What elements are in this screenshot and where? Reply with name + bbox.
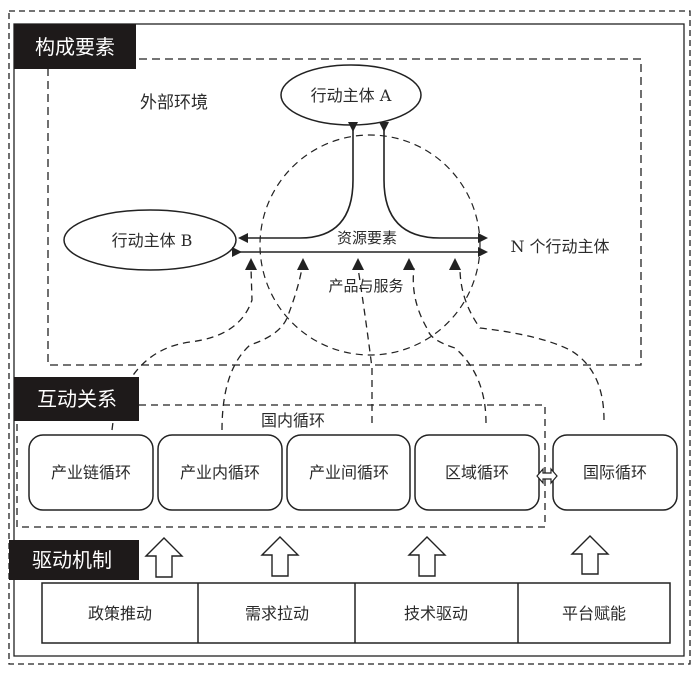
driver-label-3: 平台赋能 <box>562 604 626 623</box>
circulation-box-0[interactable]: 产业链循环 <box>28 434 154 511</box>
environment-label: 外部环境 <box>140 93 208 113</box>
section-label-driving-text: 驱动机制 <box>32 548 112 572</box>
driver-row <box>41 582 671 644</box>
curve-international <box>459 267 605 421</box>
arrowhead-4 <box>403 258 415 270</box>
driver-label-2: 技术驱动 <box>404 604 468 623</box>
actor-b[interactable]: 行动主体 B <box>63 209 237 271</box>
driver-cell-1[interactable]: 需求拉动 <box>245 604 309 623</box>
curve-intra-industry <box>221 267 303 431</box>
circulation-label-0: 产业链循环 <box>51 463 131 482</box>
arrowhead-1 <box>245 258 257 270</box>
feedback-arrowheads <box>245 258 461 270</box>
actor-n-label: N 个行动主体 <box>510 237 609 256</box>
curve-inter-industry <box>357 267 373 423</box>
arrowhead-5 <box>449 258 461 270</box>
circulation-label-3: 区域循环 <box>445 463 509 482</box>
inner-solid-frame <box>13 23 685 657</box>
up-arrow-icon-1 <box>144 537 184 578</box>
arrowhead-2 <box>297 258 309 270</box>
domestic-region <box>16 404 546 528</box>
circulation-label-1: 产业内循环 <box>180 463 260 482</box>
section-label-driving: 驱动机制 <box>9 540 139 580</box>
curve-regional <box>412 267 487 424</box>
up-arrow-icon-4 <box>570 535 610 575</box>
driver-label-0: 政策推动 <box>88 604 152 623</box>
section-label-components: 构成要素 <box>14 24 136 69</box>
flow-to-a-right <box>379 122 488 243</box>
driver-arrows <box>144 535 610 578</box>
actor-a-label: 行动主体 A <box>311 86 392 105</box>
circulation-box-3[interactable]: 区域循环 <box>414 434 540 511</box>
driver-cell-2[interactable]: 技术驱动 <box>404 604 468 623</box>
double-arrow-icon <box>536 467 558 485</box>
resource-flow-arrows <box>232 122 488 257</box>
driver-label-1: 需求拉动 <box>245 604 309 623</box>
up-arrow-icon-3 <box>407 536 447 577</box>
flow-to-a-left <box>238 122 358 243</box>
resource-circle <box>259 134 481 356</box>
circulation-box-1[interactable]: 产业内循环 <box>157 434 283 511</box>
circulation-label-4: 国际循环 <box>583 463 647 482</box>
arrowhead-3 <box>352 258 364 270</box>
components-region <box>47 58 642 366</box>
section-label-components-text: 构成要素 <box>35 35 115 59</box>
up-arrow-icon-2 <box>260 536 300 577</box>
actor-a[interactable]: 行动主体 A <box>280 64 422 126</box>
circulation-box-4[interactable]: 国际循环 <box>552 434 678 511</box>
actor-b-label: 行动主体 B <box>112 231 193 250</box>
outer-dashed-frame <box>8 10 691 665</box>
domestic-label: 国内循环 <box>261 411 325 430</box>
products-label: 产品与服务 <box>328 277 403 295</box>
driver-cell-0[interactable]: 政策推动 <box>88 604 152 623</box>
section-label-interaction-text: 互动关系 <box>37 387 117 411</box>
driver-cell-3[interactable]: 平台赋能 <box>562 604 626 623</box>
resources-label: 资源要素 <box>337 229 397 247</box>
circulation-label-2: 产业间循环 <box>309 463 389 482</box>
circulation-box-2[interactable]: 产业间循环 <box>286 434 411 511</box>
section-label-interaction: 互动关系 <box>14 377 139 421</box>
